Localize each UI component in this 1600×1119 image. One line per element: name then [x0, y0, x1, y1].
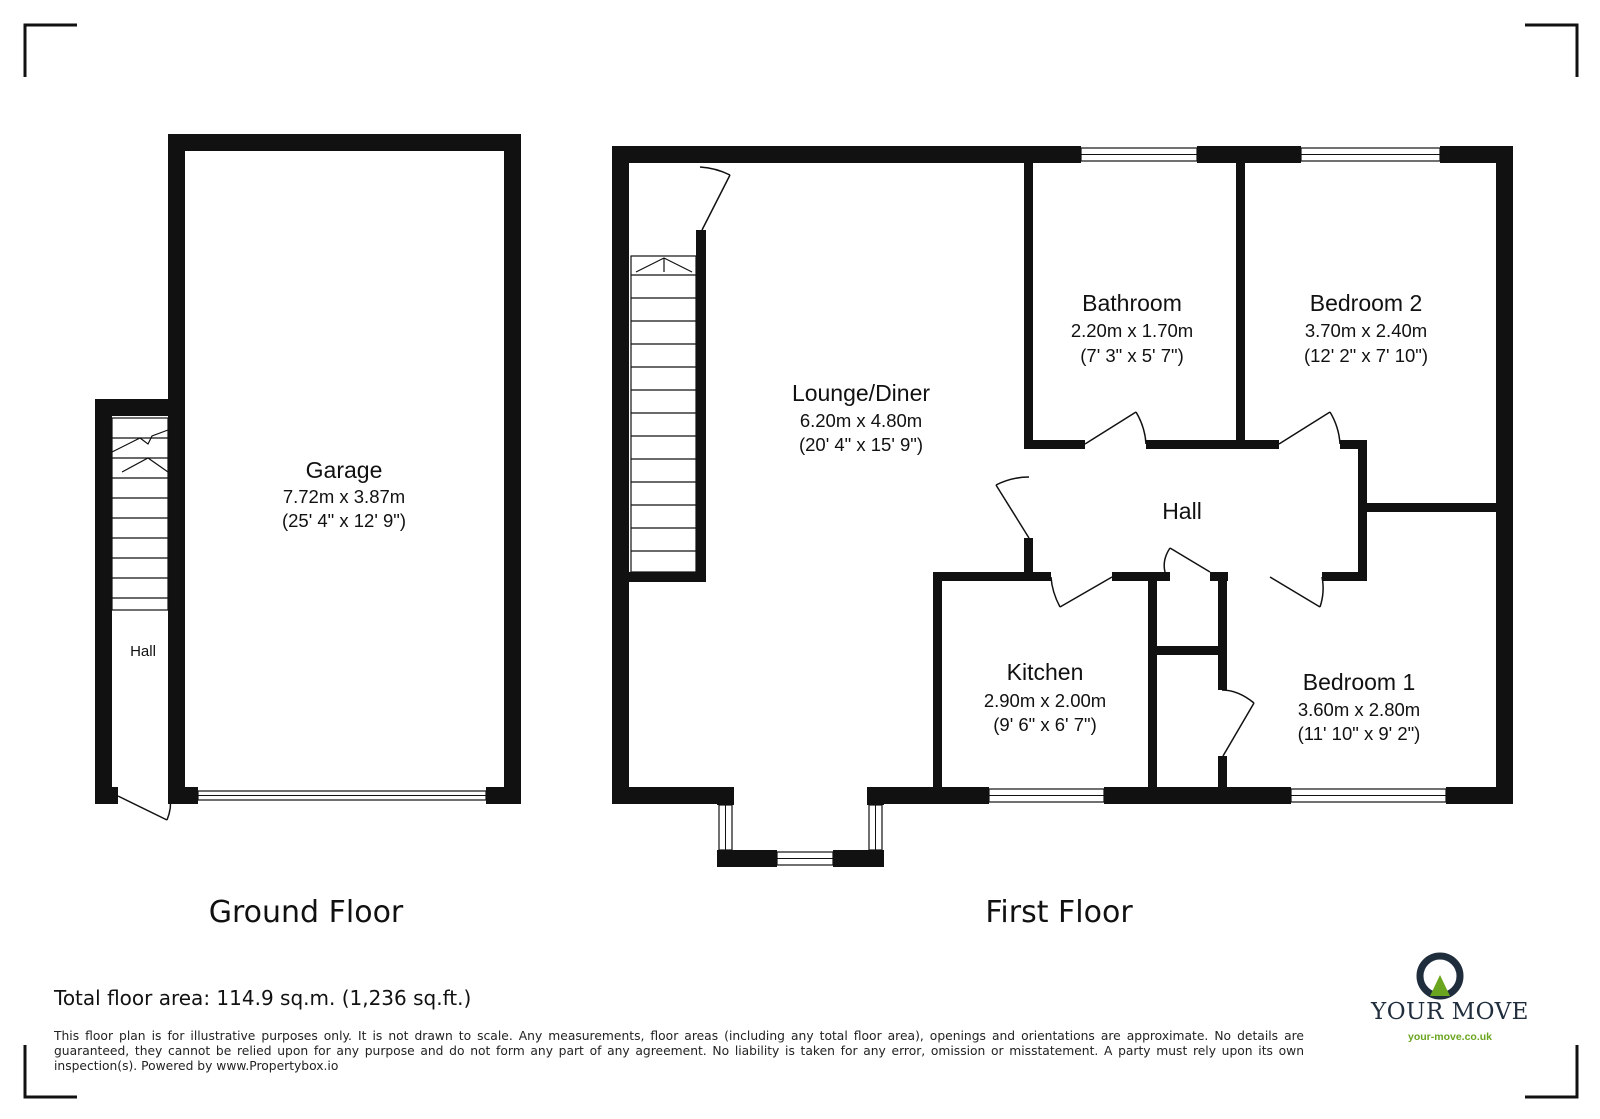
- ground-hall-name: Hall: [130, 643, 156, 660]
- disclaimer-text: This floor plan is for illustrative purp…: [54, 1029, 1304, 1073]
- kitchen-imperial: (9' 6" x 6' 7"): [993, 714, 1096, 735]
- garage-name: Garage: [306, 457, 383, 483]
- first-floor-stairs: [630, 255, 697, 573]
- ground-floor-plan: Garage 7.72m x 3.87m (25' 4" x 12' 9") H…: [95, 134, 521, 930]
- ground-stairs: [111, 417, 169, 611]
- total-floor-area: Total floor area: 114.9 sq.m. (1,236 sq.…: [54, 986, 472, 1010]
- bathroom-imperial: (7' 3" x 5' 7"): [1080, 345, 1183, 366]
- bedroom2-name: Bedroom 2: [1310, 290, 1423, 316]
- windows: [988, 147, 1447, 803]
- bedroom1-imperial: (11' 10" x 9' 2"): [1298, 723, 1421, 744]
- bedroom2-metric: 3.70m x 2.40m: [1305, 320, 1427, 341]
- corner-marks: [23, 23, 1579, 1099]
- bathroom-metric: 2.20m x 1.70m: [1071, 320, 1193, 341]
- brand-name: YOUR MOVE: [1371, 999, 1529, 1025]
- bedroom1-metric: 3.60m x 2.80m: [1298, 699, 1420, 720]
- garage-metric: 7.72m x 3.87m: [283, 486, 405, 507]
- bay-window: [717, 787, 884, 867]
- kitchen-metric: 2.90m x 2.00m: [984, 690, 1106, 711]
- ground-floor-label: Ground Floor: [209, 895, 404, 930]
- garage-imperial: (25' 4" x 12' 9"): [282, 510, 406, 531]
- your-move-logo-icon: [1416, 952, 1464, 1000]
- lounge-metric: 6.20m x 4.80m: [800, 410, 922, 431]
- first-hall-name: Hall: [1162, 498, 1202, 524]
- bathroom-name: Bathroom: [1082, 290, 1182, 316]
- bedroom1-name: Bedroom 1: [1303, 669, 1416, 695]
- first-floor-label: First Floor: [985, 895, 1133, 930]
- bedroom2-imperial: (12' 2" x 7' 10"): [1304, 345, 1428, 366]
- brand-url[interactable]: your-move.co.uk: [1407, 1031, 1493, 1043]
- kitchen-name: Kitchen: [1007, 659, 1084, 685]
- lounge-name: Lounge/Diner: [792, 380, 930, 406]
- first-floor-plan: Lounge/Diner 6.20m x 4.80m (20' 4" x 15'…: [612, 146, 1513, 930]
- brand-block: YOUR MOVE your-move.co.uk: [1360, 953, 1540, 1043]
- lounge-imperial: (20' 4" x 15' 9"): [799, 434, 923, 455]
